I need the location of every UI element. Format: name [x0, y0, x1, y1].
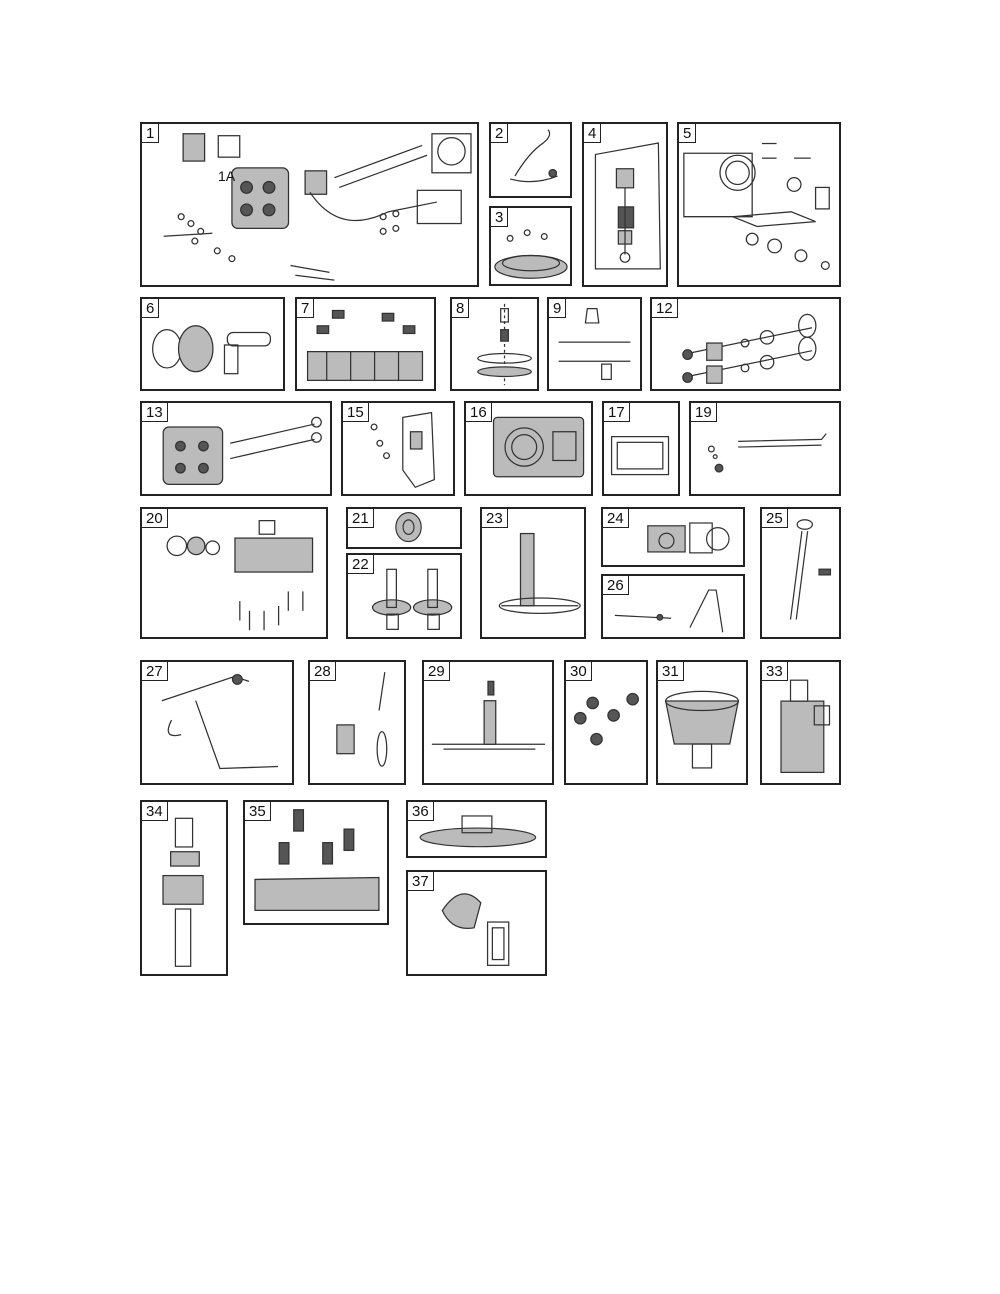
piston-illustration: [152, 325, 272, 375]
panel-number: 34: [142, 802, 168, 821]
panel-number: 29: [424, 662, 450, 681]
panel-30: 30: [564, 660, 648, 785]
cylinder-head-illustration: [162, 416, 322, 486]
panel-number: 31: [658, 662, 684, 681]
panel-number: 2: [491, 124, 509, 143]
panel-number: 1: [142, 124, 160, 143]
panel-25: 25: [760, 507, 841, 639]
valve-spring-illustration: [594, 142, 661, 270]
throttle-cable-illustration: [161, 673, 279, 770]
screw-set-illustration: [254, 809, 380, 912]
panel-number: 5: [679, 124, 697, 143]
starter-motor-illustration: [780, 679, 831, 774]
governor-assembly-illustration: [371, 568, 453, 630]
cylinder-head-assembly-illustration: [163, 133, 472, 281]
panel-13: 13: [140, 401, 332, 496]
gasket-set-illustration: [683, 142, 830, 271]
piston-ring-set-illustration: [477, 303, 532, 386]
panel-number: 15: [343, 403, 369, 422]
panel-number: 30: [566, 662, 592, 681]
ring-gear-illustration: [419, 815, 537, 848]
panel-number: 25: [762, 509, 788, 528]
panel-number: 17: [604, 403, 630, 422]
panel-4: 4: [582, 122, 668, 287]
panel-number: 33: [762, 662, 788, 681]
panel-number: 19: [691, 403, 717, 422]
panel-number: 20: [142, 509, 168, 528]
panel-number: 16: [466, 403, 492, 422]
panel-23: 23: [480, 507, 586, 639]
panel-28: 28: [308, 660, 406, 785]
panel-7: 7: [295, 297, 436, 391]
crankcase-cover-illustration: [166, 520, 314, 631]
panel-24: 24: [601, 507, 745, 567]
panel-5: 5: [677, 122, 841, 287]
panel-8: 8: [450, 297, 539, 391]
panel-number: 35: [245, 802, 271, 821]
panel-34: 34: [140, 800, 228, 976]
panel-number: 26: [603, 576, 629, 595]
panel-number: 6: [142, 299, 160, 318]
panel-31: 31: [656, 660, 748, 785]
panel-number: 37: [408, 872, 434, 891]
panel-number: 4: [584, 124, 602, 143]
push-rod-illustration: [707, 433, 827, 473]
choke-linkage-illustration: [336, 672, 388, 767]
intake-gasket-illustration: [441, 893, 510, 966]
crankshaft-illustration: [162, 817, 204, 967]
head-bolt-set-illustration: [306, 309, 424, 382]
valve-spring-set-illustration: [682, 313, 817, 384]
panel-number: 23: [482, 509, 508, 528]
panel-number: 9: [549, 299, 567, 318]
camshaft-illustration: [498, 532, 581, 615]
panel-number: 22: [348, 555, 374, 574]
panel-1: 1 1A: [140, 122, 479, 287]
flywheel-fan-illustration: [431, 680, 546, 750]
breather-tube-illustration: [509, 129, 558, 183]
panel-number: 21: [348, 509, 374, 528]
air-filter-base-illustration: [494, 229, 568, 279]
breather-assembly-illustration: [370, 411, 436, 489]
panel-29: 29: [422, 660, 554, 785]
panel-37: 37: [406, 870, 547, 976]
panel-number: 28: [310, 662, 336, 681]
panel-15: 15: [341, 401, 455, 496]
panel-number: 3: [491, 208, 509, 227]
carburetor-illustration: [647, 522, 730, 554]
valve-set-illustration: [558, 307, 631, 381]
panel-16: 16: [464, 401, 593, 496]
panel-number: 12: [652, 299, 678, 318]
panel-21: 21: [346, 507, 462, 549]
panel-35: 35: [243, 800, 389, 925]
panel-17: 17: [602, 401, 680, 496]
panel-20: 20: [140, 507, 328, 639]
panel-number: 36: [408, 802, 434, 821]
panel-number: 13: [142, 403, 168, 422]
panel-2: 2: [489, 122, 572, 198]
panel-6: 6: [140, 297, 285, 391]
governor-lever-illustration: [614, 589, 724, 633]
rocker-cover-gasket-illustration: [610, 436, 670, 476]
panel-number: 27: [142, 662, 168, 681]
panel-36: 36: [406, 800, 547, 858]
callout-label: 1A: [218, 168, 236, 184]
bearing-illustration: [395, 512, 422, 543]
dipstick-tube-illustration: [789, 519, 832, 620]
flywheel-illustration: [664, 690, 740, 769]
cylinder-head-gasket-illustration: [492, 416, 585, 478]
panel-22: 22: [346, 553, 462, 639]
panel-number: 7: [297, 299, 315, 318]
panel-9: 9: [547, 297, 642, 391]
panel-26: 26: [601, 574, 745, 639]
nut-set-illustration: [573, 692, 639, 746]
panel-33: 33: [760, 660, 841, 785]
panel-12: 12: [650, 297, 841, 391]
panel-number: 24: [603, 509, 629, 528]
panel-number: 8: [452, 299, 470, 318]
panel-3: 3: [489, 206, 572, 286]
panel-19: 19: [689, 401, 841, 496]
panel-27: 27: [140, 660, 294, 785]
